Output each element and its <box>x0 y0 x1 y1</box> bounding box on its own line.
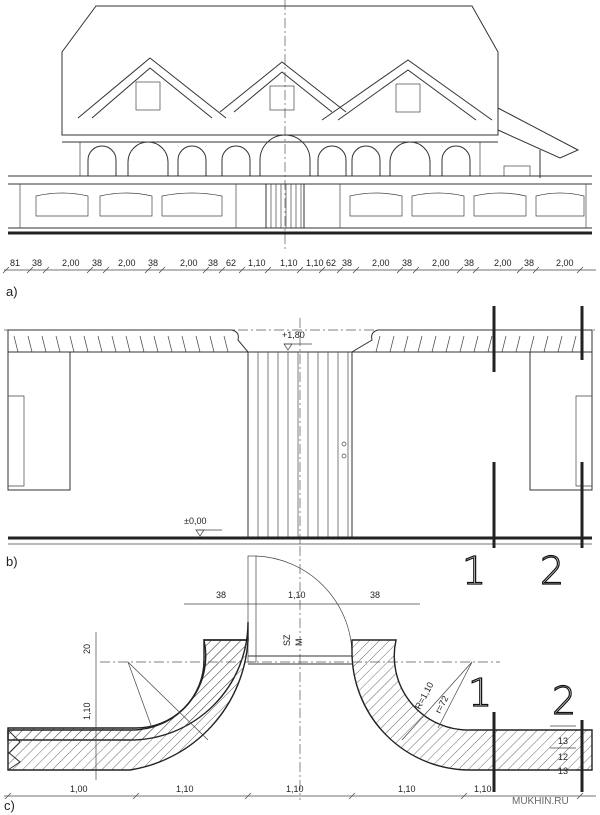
dim-c-top-2: 1,10 <box>288 590 306 600</box>
wall-right-opening <box>529 351 593 491</box>
panel-label-b: b) <box>6 554 18 569</box>
dim-tick <box>264 266 272 274</box>
door-swing: SZ M <box>247 555 353 665</box>
dim-tick <box>102 266 110 274</box>
curved-wall-left-body <box>7 639 249 771</box>
dim-a-label: 2,00 <box>556 258 574 268</box>
dim-a-label: 38 <box>208 258 218 268</box>
dim-a-label: 2,00 <box>494 258 512 268</box>
dim-tick <box>144 266 152 274</box>
dim-tick <box>396 266 404 274</box>
dim-tick <box>456 266 464 274</box>
level-marker-top: +1,80 <box>282 330 312 351</box>
dim-a-label: 2,00 <box>372 258 390 268</box>
curved-wall-right <box>351 639 593 771</box>
dim-tick <box>218 266 226 274</box>
section-mark-2: 2 <box>540 549 564 593</box>
dim-tick <box>42 266 50 274</box>
radius-inner-label: r=72 <box>433 694 450 715</box>
main-roof <box>61 5 499 136</box>
dim-a-label: 62 <box>326 258 336 268</box>
dim-c-bottom-3: 1,10 <box>286 784 304 794</box>
dim-tick <box>296 266 304 274</box>
dim-tick <box>26 266 34 274</box>
dim-a-label: 1,10 <box>248 258 266 268</box>
door-tag-sz: SZ <box>282 634 292 646</box>
dormer-middle <box>219 61 347 113</box>
dim-a-label: 38 <box>148 258 158 268</box>
dim-a-label: 38 <box>342 258 352 268</box>
dim-c-bottom-1: 1,00 <box>70 784 88 794</box>
dim-tick <box>86 266 94 274</box>
plan-section-mark-1: 1 <box>468 671 492 715</box>
dim-tick <box>336 266 344 274</box>
plan-section-mark-2: 2 <box>552 679 576 723</box>
wall-left-opening <box>7 351 71 491</box>
door-tag-m: M <box>294 639 304 647</box>
dim-c-right-1: 13 <box>558 736 568 746</box>
level-base-label: ±0,00 <box>184 516 206 526</box>
dim-a-label: 2,00 <box>432 258 450 268</box>
dim-tick <box>412 266 420 274</box>
dormer-left <box>77 57 227 119</box>
dim-tick <box>472 266 480 274</box>
dim-c-left-1: 20 <box>82 644 92 654</box>
dormer-right <box>321 59 493 121</box>
dim-c-top-3: 38 <box>370 590 380 600</box>
dim-a-label: 2,00 <box>180 258 198 268</box>
dim-a-label: 38 <box>464 258 474 268</box>
dim-a-label: 38 <box>402 258 412 268</box>
level-marker-base: ±0,00 <box>184 516 222 537</box>
dim-tick <box>532 266 540 274</box>
dim-c-right-2: 12 <box>558 752 568 762</box>
coping-right <box>350 329 593 353</box>
dim-a-label: 81 <box>10 258 20 268</box>
dim-tick <box>2 266 10 274</box>
front-wall <box>8 175 592 235</box>
dim-c-left-2: 1,10 <box>82 702 92 720</box>
dim-a-label: 2,00 <box>118 258 136 268</box>
arcade <box>79 134 481 176</box>
dim-a-label: 38 <box>32 258 42 268</box>
dim-a-label: 2,00 <box>62 258 80 268</box>
panel-label-c: c) <box>4 798 15 813</box>
dim-c-bottom-5: 1,10 <box>474 784 492 794</box>
dim-tick <box>202 266 210 274</box>
watermark: MUKHIN.RU <box>512 796 569 807</box>
dim-c-bottom-4: 1,10 <box>398 784 416 794</box>
dim-tick <box>576 266 584 274</box>
dim-tick <box>158 266 166 274</box>
panel-label-a: a) <box>6 284 18 299</box>
dim-a-label: 1,10 <box>280 258 298 268</box>
section-mark-1: 1 <box>462 549 486 593</box>
dim-c-right-3: 13 <box>558 766 568 776</box>
gate-elevation-view: +1,80 ±0,00 1 2 b) <box>4 306 596 594</box>
level-top-label: +1,80 <box>282 330 305 340</box>
dim-tick <box>238 266 246 274</box>
dim-a-label: 62 <box>226 258 236 268</box>
dim-a-label: 38 <box>92 258 102 268</box>
dim-c-bottom-2: 1,10 <box>176 784 194 794</box>
dim-a-label: 1,10 <box>306 258 324 268</box>
coping-left <box>7 329 250 353</box>
dim-a-label: 38 <box>524 258 534 268</box>
dim-tick <box>352 266 360 274</box>
gate-plan-view: SZ M R=1,10 r=72 38 1,10 38 20 1,10 13 1… <box>4 546 596 813</box>
dim-tick <box>318 266 326 274</box>
dim-tick <box>516 266 524 274</box>
dim-c-top-1: 38 <box>216 590 226 600</box>
